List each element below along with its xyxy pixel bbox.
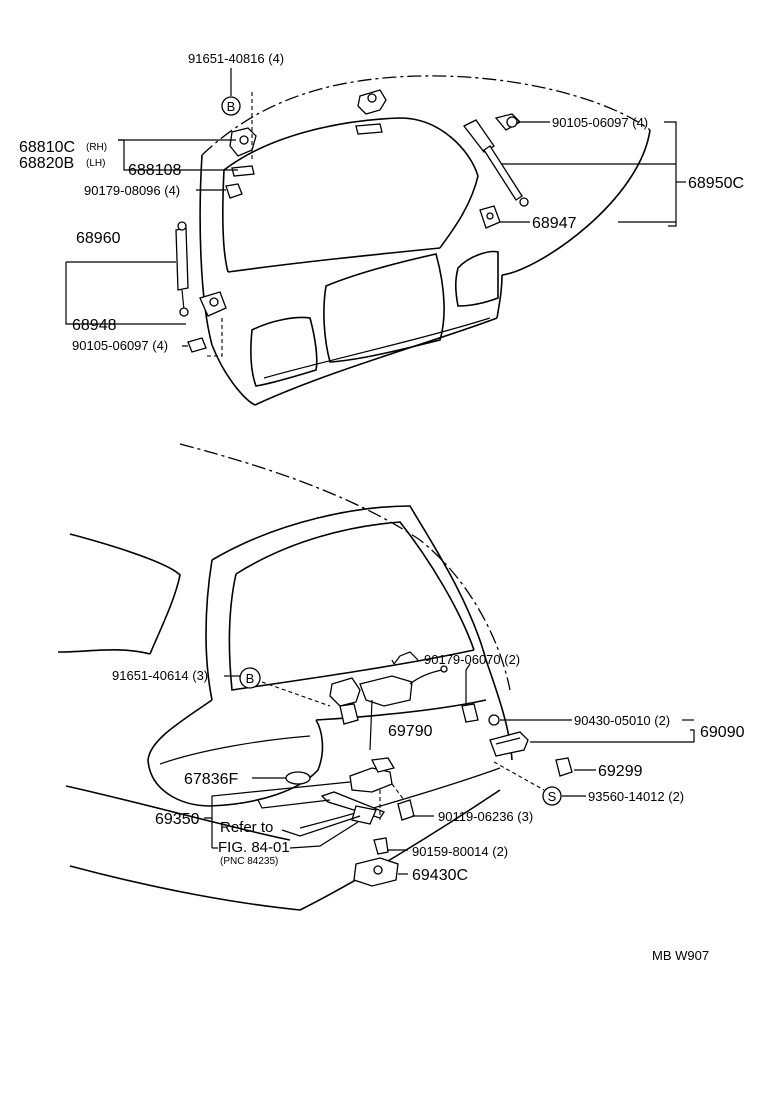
hinge-top-center	[355, 89, 387, 135]
screw-s-marker: S	[548, 789, 557, 804]
lock-assembly	[320, 757, 415, 825]
label-67836f: 67836F	[184, 771, 238, 788]
lock-control-assembly	[329, 651, 448, 751]
back-door-panel	[199, 75, 651, 406]
label-90119-06236: 90119-06236 (3)	[438, 809, 533, 824]
label-90159-80014: 90159-80014 (2)	[412, 844, 508, 859]
figure-code: MB W907	[652, 948, 709, 963]
upper-leader-lines	[65, 68, 686, 347]
label-pnc-84235: (PNC 84235)	[220, 856, 278, 867]
bolt-b-marker-lower: B	[246, 671, 255, 686]
stay-damper-right	[463, 113, 529, 207]
label-69430c: 69430C	[412, 867, 468, 884]
hinge-left: B	[221, 92, 257, 199]
label-69790: 69790	[388, 723, 433, 740]
striker-assembly	[353, 837, 399, 887]
label-93560-14012: 93560-14012 (2)	[588, 789, 684, 804]
label-rh: (RH)	[86, 142, 107, 153]
label-90179-08096: 90179-08096 (4)	[84, 183, 180, 198]
vehicle-rear-body	[57, 443, 513, 911]
label-69350: 69350	[155, 811, 200, 828]
lower-leader-lines	[204, 659, 695, 875]
label-90430-05010: 90430-05010 (2)	[574, 713, 670, 728]
label-69299: 69299	[598, 763, 643, 780]
stay-damper-left	[175, 221, 189, 317]
label-fig-84-01: FIG. 84-01	[218, 839, 290, 856]
label-68948: 68948	[72, 317, 117, 334]
callout-labels: 91651-40816 (4) 68810C (RH) 68820B (LH) …	[19, 51, 745, 963]
label-68810c: 68810C	[19, 139, 75, 156]
bracket-right	[479, 205, 501, 229]
label-lh: (LH)	[86, 158, 105, 169]
label-69090: 69090	[700, 724, 745, 741]
label-91651-40816: 91651-40816 (4)	[188, 51, 284, 66]
label-90179-06070: 90179-06070 (2)	[424, 652, 520, 667]
label-68960: 68960	[76, 230, 121, 247]
bracket-left	[187, 291, 227, 357]
bolt-b-marker: B	[227, 99, 236, 114]
label-90105-06097-left: 90105-06097 (4)	[72, 338, 168, 353]
label-91651-40614: 91651-40614 (3)	[112, 668, 208, 683]
label-90105-06097-right: 90105-06097 (4)	[552, 115, 648, 130]
cover-plate	[285, 771, 311, 785]
label-refer-to: Refer to	[220, 819, 273, 836]
handle-assembly: S	[461, 703, 573, 806]
label-68820b: 68820B	[19, 155, 74, 172]
marker-b-lower: B	[239, 667, 331, 707]
label-688108: 688108	[128, 162, 181, 179]
label-68947: 68947	[532, 215, 577, 232]
label-68950c: 68950C	[688, 175, 744, 192]
